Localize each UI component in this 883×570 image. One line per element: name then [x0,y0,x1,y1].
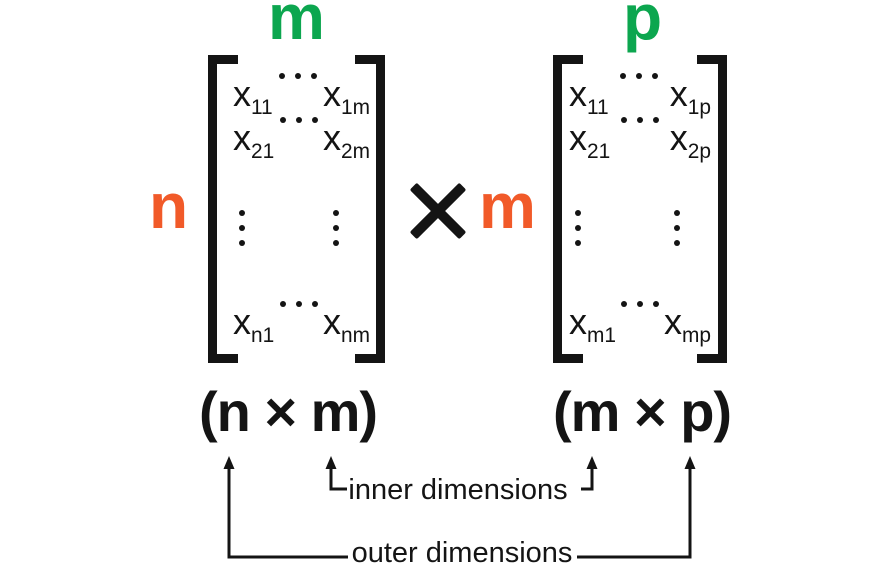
left-bracket-icon [553,55,583,363]
arrow-up-icon [586,456,598,469]
matrix-row: xm1 xmp [569,301,711,348]
right-matrix: x11 x1p x21 x2p xm1 xmp [553,55,727,363]
horizontal-ellipsis-icon [621,117,659,124]
inner-dimensions-label: inner dimensions [348,474,568,506]
outer-right-connector-line [577,465,692,559]
matrix-entry: x11 [233,73,273,119]
matrix-row: x21 x2m [233,117,370,164]
right-bracket-icon [697,55,727,363]
horizontal-ellipsis-icon [620,73,659,80]
left-matrix-row-count-label: n [148,170,188,242]
matrix-entry: x2p [669,117,711,163]
matrix-entry: x1m [322,73,370,119]
inner-right-connector-line [581,465,594,491]
matrix-row: x21 x2p [569,117,711,164]
vertical-ellipsis-icon [239,210,245,246]
matrix-vertical-ellipsis-row [569,210,711,246]
left-matrix: x11 x1m x21 x2m xn1 xnm [208,55,385,363]
arrow-up-icon [325,456,337,469]
vertical-ellipsis-icon [333,210,339,246]
matrix-entry: x1p [669,73,711,119]
right-matrix-column-count-label: p [622,0,662,53]
vertical-ellipsis-icon [674,210,680,246]
left-bracket-icon [208,55,238,363]
matrix-row: x11 x1m [233,73,370,120]
left-matrix-column-count-label: m [268,0,325,53]
matrix-entry: xn1 [233,301,275,347]
arrow-up-icon [684,456,696,469]
outer-dimensions-label: outer dimensions [351,537,573,569]
matrix-row: xn1 xnm [233,301,370,348]
outer-left-connector-line [227,465,348,559]
matrix-entry: xnm [322,301,370,347]
vertical-ellipsis-icon [575,210,581,246]
horizontal-ellipsis-icon [279,301,318,308]
right-bracket-icon [355,55,385,363]
horizontal-ellipsis-icon [279,117,318,124]
matrix-entry: x21 [233,117,275,163]
horizontal-ellipsis-icon [621,301,659,308]
times-operator-icon [409,182,466,239]
left-dimensions-formula: (n × m) [198,380,378,443]
matrix-entry: x21 [569,117,611,163]
right-dimensions-formula: (m × p) [552,380,732,443]
arrow-up-icon [223,456,235,469]
matrix-entry: x2m [322,117,370,163]
matrix-entry: xmp [664,301,711,347]
matrix-entry: xm1 [569,301,616,347]
matrix-entry: x11 [569,73,609,119]
horizontal-ellipsis-icon [278,73,317,80]
matrix-row: x11 x1p [569,73,711,120]
right-matrix-row-count-label: m [479,170,536,242]
inner-left-connector-line [329,465,347,491]
matrix-vertical-ellipsis-row [233,210,370,246]
